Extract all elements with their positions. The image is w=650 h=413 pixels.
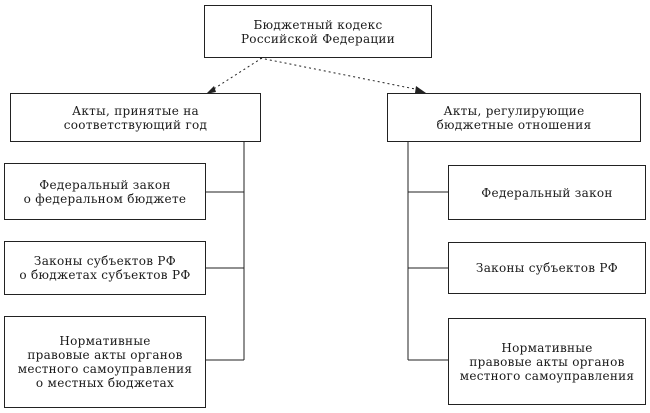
right-item-1: Федеральный закон bbox=[448, 165, 646, 220]
right-branch-node: Акты, регулирующие бюджетные отношения bbox=[387, 93, 641, 142]
left-item-3: Нормативные правовые акты органов местно… bbox=[4, 316, 206, 408]
root-to-right-arrow bbox=[259, 57, 421, 91]
root-node: Бюджетный кодекс Российской Федерации bbox=[204, 5, 432, 58]
right-item-3: Нормативные правовые акты органов местно… bbox=[448, 318, 646, 405]
root-to-left-arrow bbox=[211, 57, 263, 91]
left-arrowhead bbox=[206, 86, 216, 94]
left-item-1: Федеральный закон о федеральном бюджете bbox=[4, 163, 206, 220]
right-arrowhead bbox=[415, 86, 426, 93]
right-item-2: Законы субъектов РФ bbox=[448, 242, 646, 294]
left-item-2: Законы субъектов РФ о бюджетах субъектов… bbox=[4, 241, 206, 295]
left-branch-node: Акты, принятые на соответствующий год bbox=[10, 93, 261, 142]
